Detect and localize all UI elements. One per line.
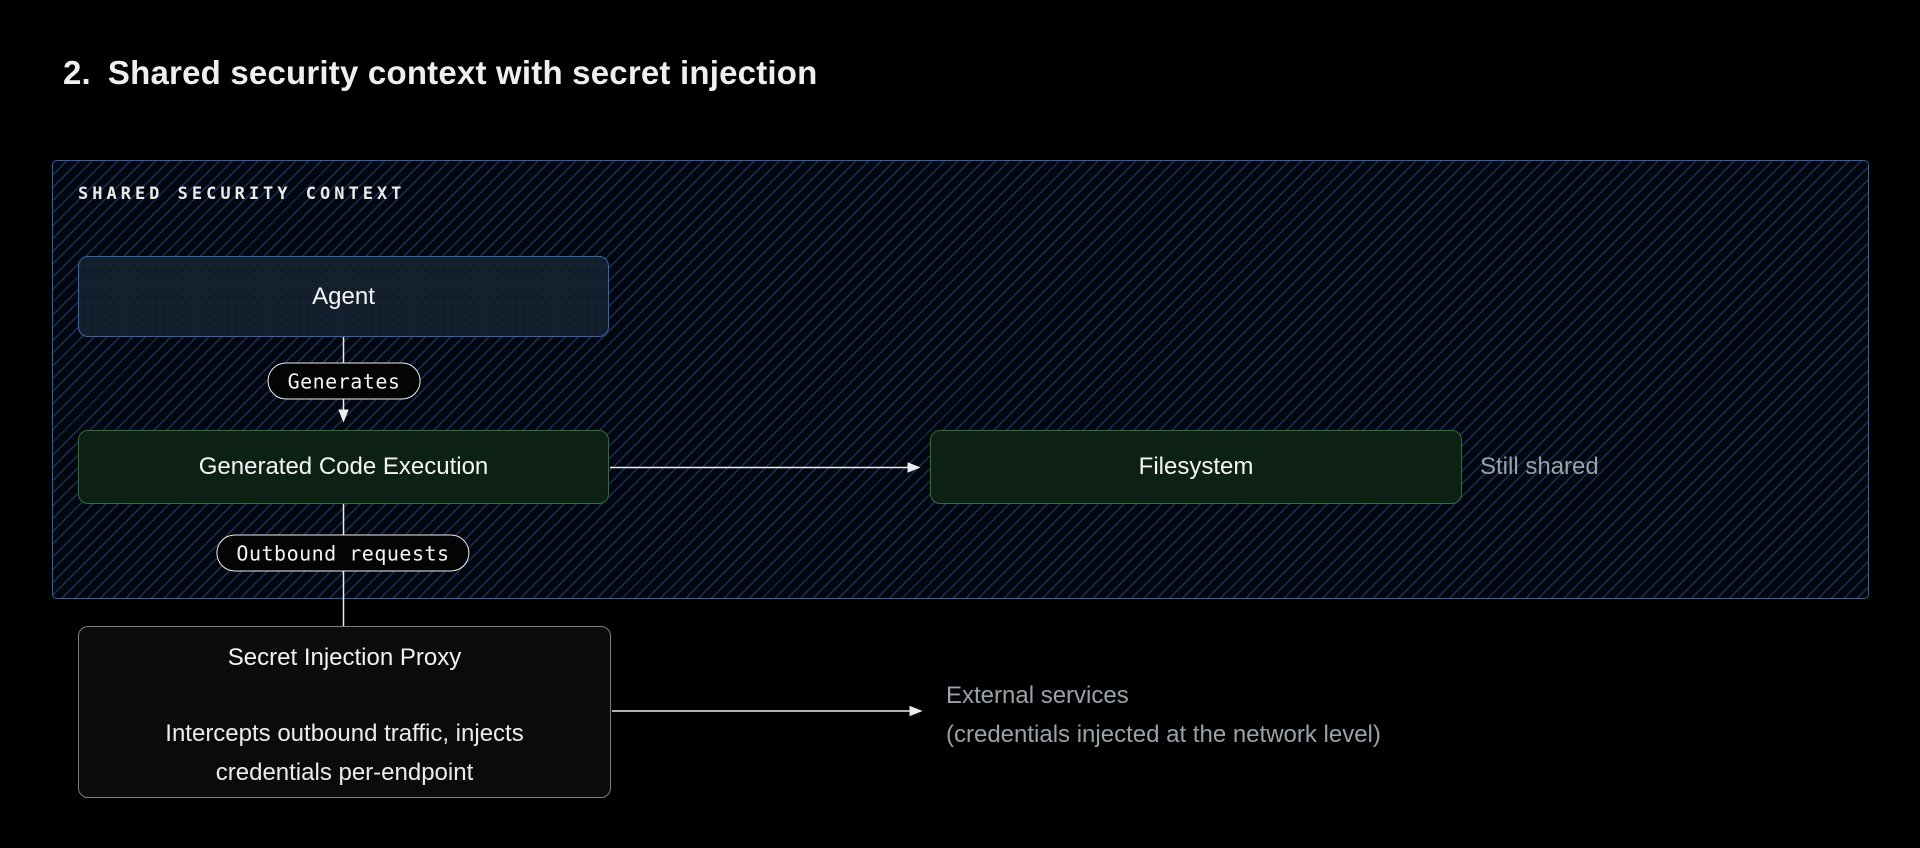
shared-security-context-box bbox=[52, 160, 1869, 599]
edge-label-outbound-requests: Outbound requests bbox=[216, 534, 470, 572]
node-agent: Agent bbox=[78, 256, 609, 337]
annotation-external-services: External services (credentials injected … bbox=[946, 676, 1381, 754]
edge-label-generates: Generates bbox=[267, 362, 421, 400]
annotation-still-shared: Still shared bbox=[1480, 453, 1599, 480]
proxy-title: Secret Injection Proxy bbox=[227, 644, 462, 671]
edge-label-generates-text: Generates bbox=[287, 369, 401, 393]
node-secret-injection-proxy: Secret Injection Proxy Intercepts outbou… bbox=[78, 626, 611, 798]
node-generated-code-execution-label: Generated Code Execution bbox=[198, 453, 489, 480]
page-title-number: 2. bbox=[63, 54, 91, 91]
node-generated-code-execution: Generated Code Execution bbox=[78, 430, 609, 504]
edge-label-outbound-requests-text: Outbound requests bbox=[236, 541, 450, 565]
node-agent-label: Agent bbox=[312, 282, 375, 310]
page-title: 2. Shared security context with secret i… bbox=[63, 54, 817, 92]
shared-security-context-label: SHARED SECURITY CONTEXT bbox=[78, 184, 406, 204]
annotation-external-services-line1: External services bbox=[946, 682, 1129, 709]
annotation-external-services-line2: (credentials injected at the network lev… bbox=[946, 721, 1381, 748]
page-title-text: Shared security context with secret inje… bbox=[107, 54, 818, 91]
proxy-description: Intercepts outbound traffic, injects cre… bbox=[165, 720, 524, 786]
node-filesystem-label: Filesystem bbox=[1138, 453, 1254, 480]
node-filesystem: Filesystem bbox=[930, 430, 1462, 504]
